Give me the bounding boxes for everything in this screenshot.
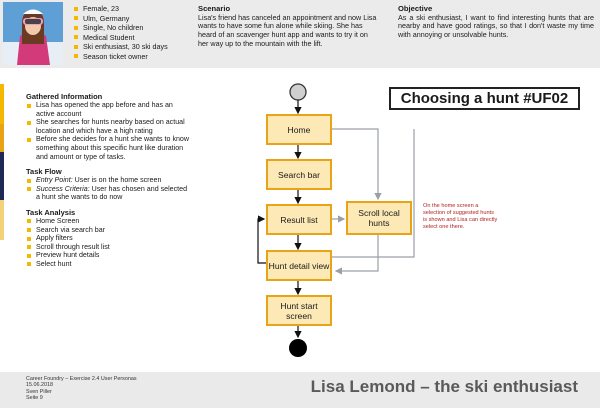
flow-node-scroll-local: Scroll local hunts bbox=[346, 201, 412, 235]
entry-point-label: Entry Point: bbox=[36, 176, 73, 185]
analysis-list: Home Screen Search via search bar Apply … bbox=[26, 217, 191, 269]
persona-fact: Single, No children bbox=[73, 23, 183, 33]
persona-fact: Ski enthusiast, 30 ski days bbox=[73, 42, 183, 52]
persona-fact: Female, 23 bbox=[73, 4, 183, 14]
objective-text: As a ski enthusiast, I want to find inte… bbox=[398, 12, 594, 40]
footer-author: Sven Piller bbox=[26, 388, 52, 395]
gathered-item: Before she decides for a hunt she wants … bbox=[26, 135, 191, 161]
analysis-item: Select hunt bbox=[26, 260, 191, 269]
scenario-text: Lisa's friend has canceled an appointmen… bbox=[198, 12, 377, 48]
persona-facts: Female, 23 Ulm, Germany Single, No child… bbox=[73, 4, 183, 62]
taskflow-heading: Task Flow bbox=[26, 167, 62, 177]
analysis-heading: Task Analysis bbox=[26, 207, 76, 217]
entry-point-item: Entry Point: User is on the home screen bbox=[26, 176, 191, 185]
flow-start-node bbox=[289, 83, 307, 101]
accent-bar-light bbox=[0, 200, 4, 240]
scenario-section: Scenario Lisa's friend has canceled an a… bbox=[198, 4, 378, 49]
persona-header bbox=[0, 0, 600, 68]
left-column: Gathered Information Lisa has opened the… bbox=[26, 92, 191, 269]
accent-bar-orange bbox=[0, 124, 4, 152]
flow-annotation: On the home screen a selection of sugges… bbox=[423, 203, 498, 230]
flow-end-node bbox=[289, 339, 307, 357]
footer-bar bbox=[0, 372, 600, 408]
objective-section: Objective As a ski enthusiast, I want to… bbox=[398, 4, 594, 40]
flow-node-hunt-start: Hunt start screen bbox=[266, 295, 332, 326]
success-criteria-item: Success Criteria: User has chosen and se… bbox=[26, 185, 191, 202]
footer-title: Lisa Lemond – the ski enthusiast bbox=[310, 377, 578, 396]
flow-node-home: Home bbox=[266, 114, 332, 145]
flow-title: Choosing a hunt #UF02 bbox=[389, 87, 580, 110]
flow-node-result-list: Result list bbox=[266, 204, 332, 235]
analysis-item: Home Screen bbox=[26, 217, 191, 226]
footer-course: Career Foundry – Exercise 2.4 User Perso… bbox=[26, 376, 137, 382]
persona-fact: Medical Student bbox=[73, 33, 183, 43]
footer-date: 15.06.2018 bbox=[26, 382, 53, 389]
persona-fact: Season ticket owner bbox=[73, 52, 183, 62]
edge-detail-back-results bbox=[257, 215, 266, 264]
scenario-heading: Scenario bbox=[198, 4, 231, 13]
accent-bar-navy bbox=[0, 152, 4, 200]
analysis-item: Scroll through result list bbox=[26, 243, 191, 252]
analysis-item: Search via search bar bbox=[26, 226, 191, 235]
flow-node-search-bar: Search bar bbox=[266, 159, 332, 190]
gathered-item: Lisa has opened the app before and has a… bbox=[26, 101, 191, 118]
success-criteria-label: Success Criteria: bbox=[36, 184, 90, 193]
gathered-heading: Gathered Information bbox=[26, 92, 103, 101]
gathered-list: Lisa has opened the app before and has a… bbox=[26, 101, 191, 161]
entry-point-text: User is on the home screen bbox=[72, 176, 162, 185]
accent-bar-yellow bbox=[0, 84, 4, 124]
edge-home-scroll bbox=[331, 128, 382, 201]
footer-meta: Career Foundry – Exercise 2.4 User Perso… bbox=[26, 376, 137, 402]
footer-page: Seite 9 bbox=[26, 395, 43, 402]
objective-heading: Objective bbox=[398, 4, 433, 13]
analysis-item: Apply filters bbox=[26, 234, 191, 243]
analysis-item: Preview hunt details bbox=[26, 251, 191, 260]
edge-detail-home bbox=[331, 129, 415, 258]
gathered-item: She searches for hunts nearby based on a… bbox=[26, 118, 191, 135]
success-criteria-text: User has chosen and selected a hunt she … bbox=[36, 184, 188, 202]
edge-scroll-detail bbox=[334, 235, 379, 275]
taskflow-list: Entry Point: User is on the home screen … bbox=[26, 176, 191, 202]
flow-node-hunt-detail: Hunt detail view bbox=[266, 250, 332, 281]
persona-photo bbox=[3, 2, 63, 65]
persona-fact: Ulm, Germany bbox=[73, 14, 183, 24]
